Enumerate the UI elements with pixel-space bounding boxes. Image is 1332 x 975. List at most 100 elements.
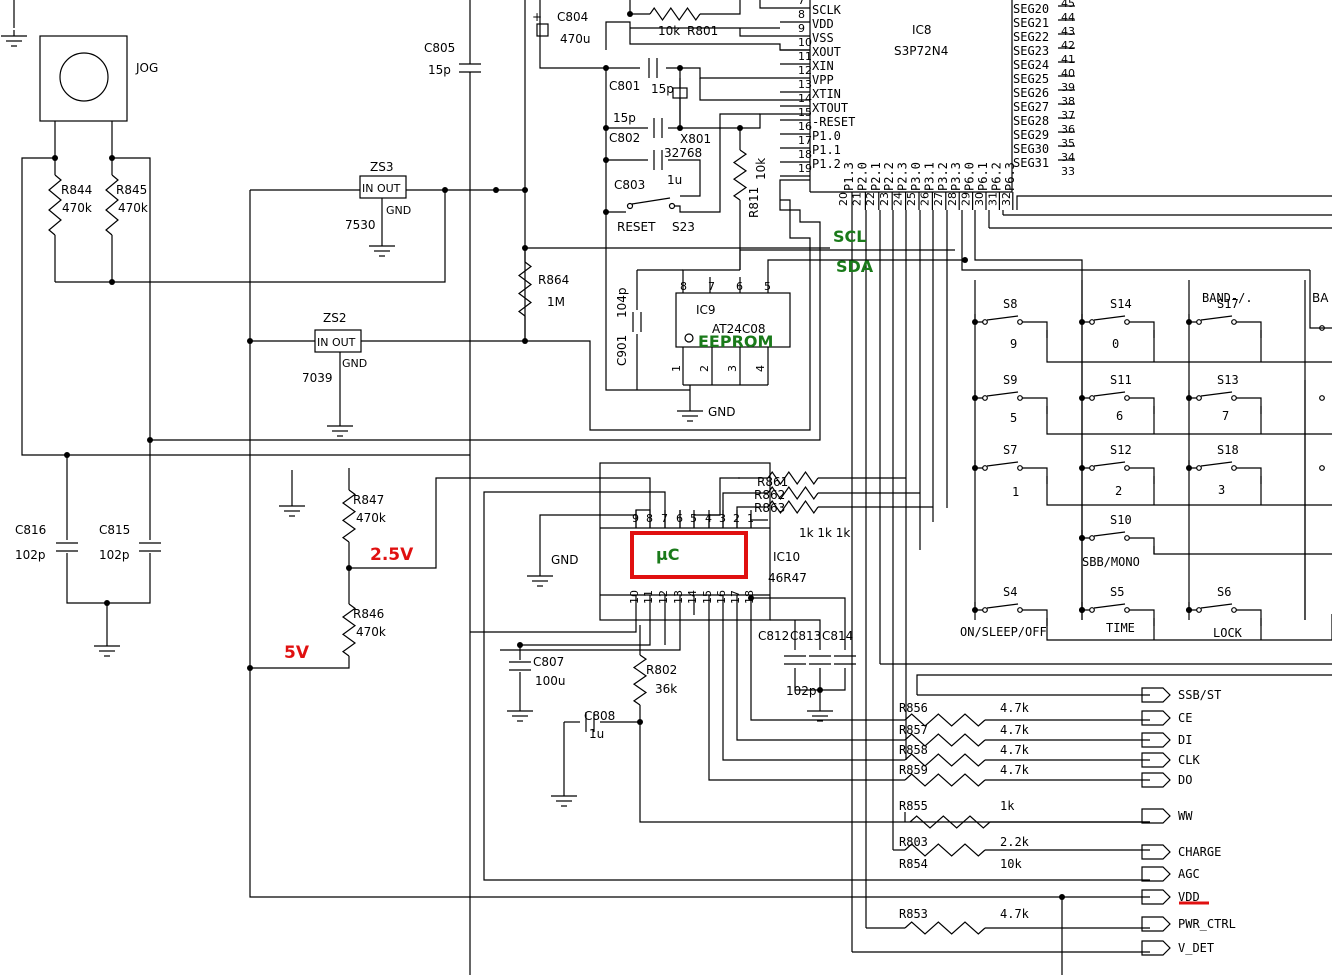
c804-plus: +: [532, 10, 542, 24]
junction: [1079, 535, 1085, 541]
junction: [346, 565, 352, 571]
wire: [708, 615, 905, 781]
c816-label: C816: [15, 523, 46, 537]
wire: [1093, 461, 1126, 467]
switch-key-s4: ON/SLEEP/OFF: [960, 625, 1047, 639]
ic8-pin-num: 24: [891, 192, 904, 206]
res-value-r803: 2.2k: [1000, 835, 1030, 849]
ic8-pin-seg23: SEG23: [1013, 44, 1049, 58]
ic10-pin-top: 4: [705, 512, 712, 525]
output-clk: CLK: [1178, 753, 1200, 767]
ic9-name: IC9: [696, 303, 716, 317]
output-charge: CHARGE: [1178, 845, 1221, 859]
c901-label: C901: [615, 335, 629, 366]
wire: [904, 843, 986, 857]
eeprom-annotation: EEPROM: [698, 332, 773, 351]
ic10-pin-top: 6: [676, 512, 683, 525]
junction: [677, 65, 683, 71]
wire: [751, 597, 846, 650]
ic8-pin-xtin: XTIN: [812, 87, 841, 101]
wire: [767, 485, 819, 501]
res-r859: R859: [899, 763, 928, 777]
wire: [961, 260, 1310, 271]
ic8-pin-seg31: SEG31: [1013, 156, 1049, 170]
junction: [1079, 465, 1085, 471]
c803-value: 1u: [667, 173, 682, 187]
res-value-r853: 4.7k: [1000, 907, 1030, 921]
ic9-pin: 6: [736, 280, 743, 293]
wire: [48, 174, 62, 236]
res-r853: R853: [899, 907, 928, 921]
wire: [1236, 467, 1262, 484]
switch-contact: [1319, 395, 1325, 401]
junction: [748, 595, 754, 601]
r801-value: 10k: [658, 24, 680, 38]
switch-contact: [1089, 319, 1095, 325]
zs2-regulator: ZS2 IN OUT GND 7039: [302, 311, 367, 385]
junction: [627, 11, 633, 17]
junction: [1079, 607, 1085, 613]
junction: [522, 187, 528, 193]
ic8-pin-p6-1: P6.1: [976, 162, 990, 191]
wire: [1129, 467, 1155, 484]
junction: [737, 125, 743, 131]
c816-value: 102p: [15, 548, 46, 562]
switch-key-s11: 6: [1116, 409, 1123, 423]
wire: [700, 0, 741, 15]
switch-s18: S18: [1217, 443, 1239, 457]
junction: [1186, 319, 1192, 325]
ic8-pin-p6-0: P6.0: [963, 162, 977, 191]
ic8-pin--reset: -RESET: [812, 115, 855, 129]
switch-contact: [668, 202, 676, 210]
zs3-name: ZS3: [370, 160, 393, 174]
jog-label: JOG: [135, 61, 158, 75]
wire: [1016, 195, 1332, 205]
ic9-eeprom: IC9 AT24C08 EEPROM: [675, 292, 791, 351]
switch-s10: S10: [1110, 513, 1132, 527]
wire: [722, 615, 905, 761]
wire: [909, 815, 991, 829]
wire: [1200, 315, 1233, 321]
wire: [250, 656, 350, 669]
junction: [522, 338, 528, 344]
wire: [1093, 391, 1126, 397]
output-agc: AGC: [1178, 867, 1200, 881]
ic10-pin-top: 3: [719, 512, 726, 525]
ic8-pin-p2-3: P2.3: [896, 162, 910, 191]
wire: [649, 6, 701, 22]
wire: [1200, 603, 1233, 609]
zs2-part: 7039: [302, 371, 333, 385]
wire: [1236, 609, 1262, 626]
v25-annotation: 2.5V: [370, 545, 414, 565]
wire: [904, 753, 986, 767]
wire: [1200, 391, 1233, 397]
r801-label: R801: [687, 24, 718, 38]
ic10-name: IC10: [773, 550, 800, 564]
wire: [1046, 406, 1332, 435]
output-ssb/st: SSB/ST: [1178, 688, 1221, 702]
ic8-pin-p2-2: P2.2: [882, 162, 896, 191]
ic8-microcontroller: IC8 S3P72N4: [894, 23, 948, 58]
ic8-pin-seg29: SEG29: [1013, 128, 1049, 142]
switch-key-s18: 3: [1218, 483, 1225, 497]
junction: [1186, 607, 1192, 613]
ic8-pin-num: 16: [798, 120, 812, 133]
switch-contact: [626, 202, 634, 210]
switch-s12: S12: [1110, 443, 1132, 457]
ic8-pin-xin: XIN: [812, 59, 834, 73]
wire: [1046, 476, 1332, 506]
connector-do: [1141, 772, 1171, 788]
ic8-pin-seg28: SEG28: [1013, 114, 1049, 128]
switch-s17: S17: [1217, 297, 1239, 311]
switch-key-s10: SBB/MONO: [1082, 555, 1140, 569]
ic9-pin: 3: [726, 365, 739, 372]
output-ce: CE: [1178, 711, 1192, 725]
wire: [666, 67, 780, 79]
res-r858: R858: [899, 743, 928, 757]
ic10-pin-bottom: 17: [729, 590, 742, 604]
output-ww: WW: [1178, 809, 1193, 823]
switch-s6: S6: [1217, 585, 1231, 599]
wire: [635, 509, 651, 528]
c802-value: 15p: [613, 111, 636, 125]
